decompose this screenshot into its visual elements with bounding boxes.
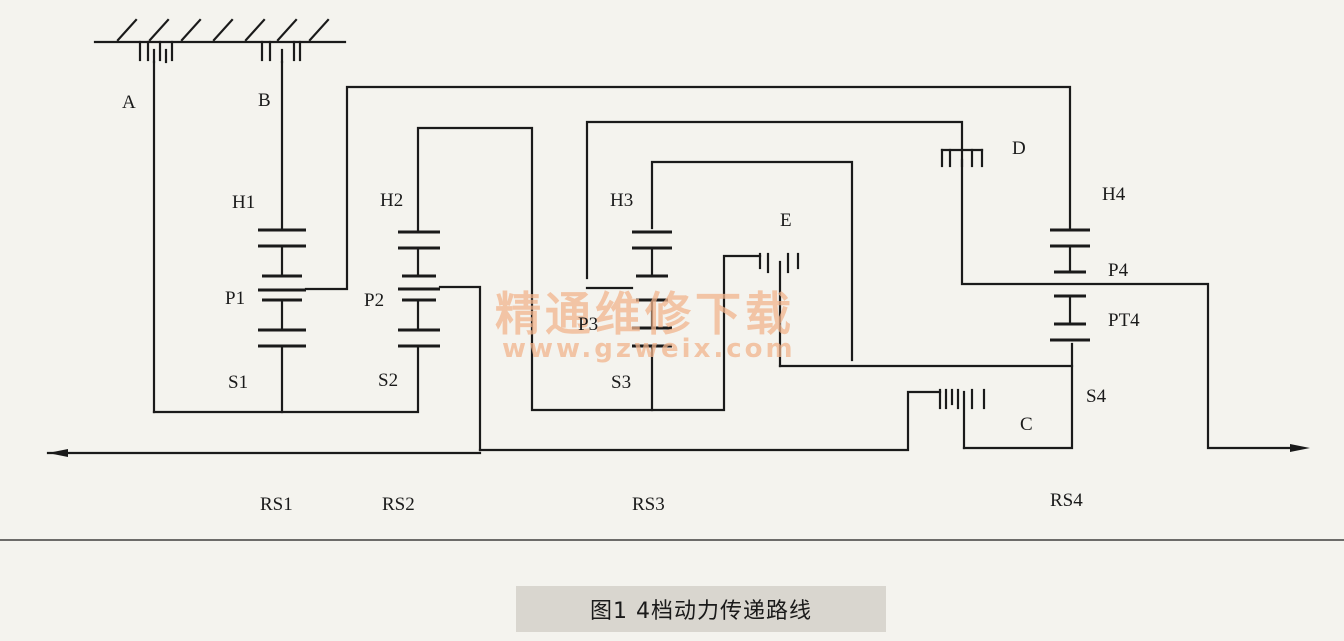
label-p2: P2 xyxy=(364,290,384,311)
label-e: E xyxy=(780,210,792,231)
label-a: A xyxy=(122,92,136,113)
link-a-s1-s2 xyxy=(152,344,420,414)
label-rs1: RS1 xyxy=(260,494,293,515)
label-h2: H2 xyxy=(380,190,403,211)
label-rs2: RS2 xyxy=(382,494,415,515)
brake-b xyxy=(260,40,302,230)
housing-ground xyxy=(93,18,347,44)
gearset-2 xyxy=(398,230,440,348)
main-shaft xyxy=(46,390,942,457)
label-d: D xyxy=(1012,138,1026,159)
label-pt4: PT4 xyxy=(1108,310,1140,331)
watermark-title: 精通维修下载 xyxy=(495,287,795,341)
link-h2-s3 xyxy=(416,126,762,412)
watermark-url: www.gzweix.com xyxy=(502,334,796,364)
clutch-e xyxy=(758,252,1074,368)
label-s3: S3 xyxy=(611,372,631,393)
label-h4: H4 xyxy=(1102,184,1126,205)
label-p4: P4 xyxy=(1108,260,1129,281)
gearset-4 xyxy=(1050,228,1090,342)
label-rs3: RS3 xyxy=(632,494,665,515)
figure-caption: 图1 4档动力传递路线 xyxy=(590,599,812,624)
figure-caption-box: 图1 4档动力传递路线 xyxy=(516,586,886,632)
brake-d xyxy=(940,148,1310,452)
label-p1: P1 xyxy=(225,288,245,309)
brake-a xyxy=(138,40,174,414)
gearset-3 xyxy=(585,120,964,412)
link-p1-h4 xyxy=(304,85,1072,291)
label-s2: S2 xyxy=(378,370,398,391)
labels: A B H1 P1 S1 H2 P2 S2 H3 P3 S3 E D H4 P4… xyxy=(122,90,1140,515)
label-p3: P3 xyxy=(578,314,598,335)
label-rs4: RS4 xyxy=(1050,490,1083,511)
label-h1: H1 xyxy=(232,192,255,213)
label-s4: S4 xyxy=(1086,386,1107,407)
label-b: B xyxy=(258,90,271,111)
label-c: C xyxy=(1020,414,1033,435)
label-s1: S1 xyxy=(228,372,248,393)
clutch-c xyxy=(938,342,1074,450)
link-p2-input xyxy=(438,285,482,452)
gearset-1 xyxy=(258,228,306,414)
watermark: 精通维修下载 www.gzweix.com xyxy=(495,287,796,364)
label-h3: H3 xyxy=(610,190,633,211)
